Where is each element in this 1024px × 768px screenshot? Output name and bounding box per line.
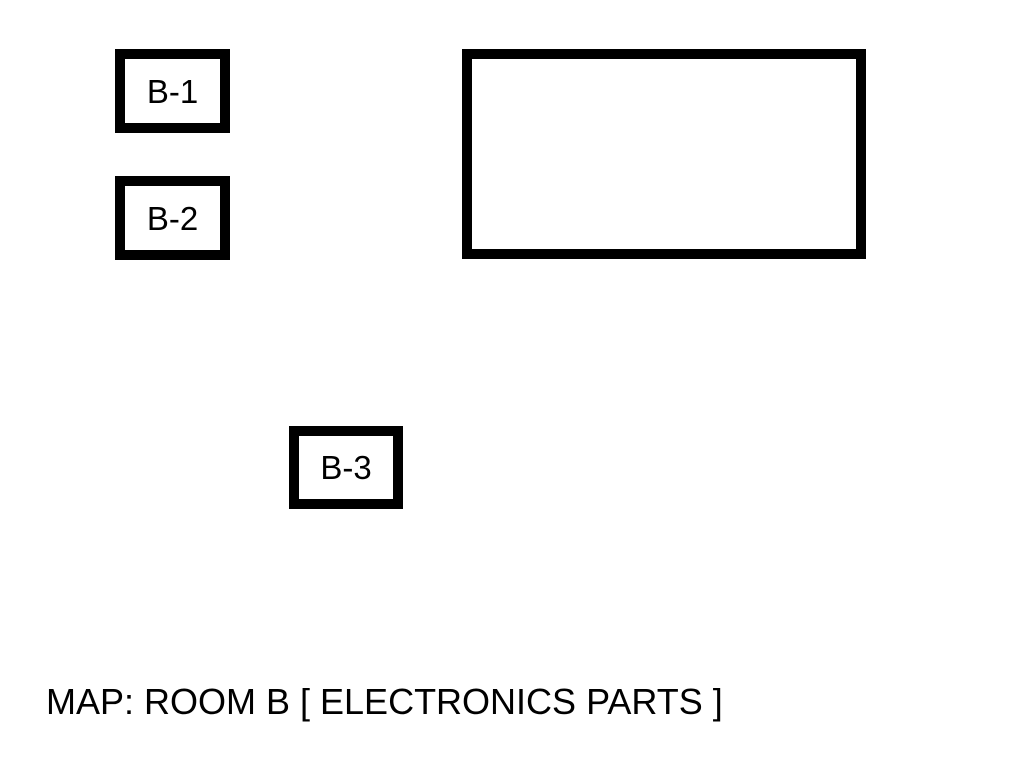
bin-b1-label: B-1 (146, 72, 199, 110)
bin-b1[interactable]: B-1 (115, 49, 230, 133)
bin-b3[interactable]: B-3 (289, 426, 403, 509)
bin-b2[interactable]: B-2 (115, 176, 230, 260)
map-title: MAP: ROOM B [ ELECTRONICS PARTS ] (46, 681, 723, 722)
bin-b2-label: B-2 (146, 199, 199, 237)
bin-b3-label: B-3 (320, 449, 372, 486)
unlabeled-storage-area (462, 49, 866, 259)
